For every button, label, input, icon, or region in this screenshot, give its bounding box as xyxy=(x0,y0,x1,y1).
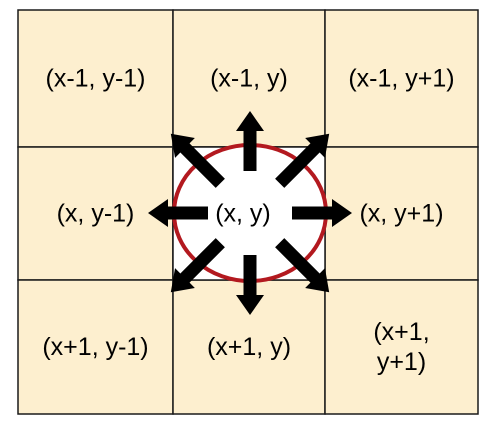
arrow-down-right-icon xyxy=(275,238,330,293)
cell-label-bottom-left: (x+1, y-1) xyxy=(42,333,148,361)
arrow-down-icon xyxy=(236,255,264,315)
arrow-up-icon xyxy=(236,111,264,171)
cell-label-top-center: (x-1, y) xyxy=(210,65,288,93)
cell-label-top-left: (x-1, y-1) xyxy=(46,65,146,93)
cell-label-middle-left: (x, y-1) xyxy=(57,200,135,228)
cell-label-middle-right: (x, y+1) xyxy=(359,200,443,228)
cell-label-bottom-center: (x+1, y) xyxy=(207,333,291,361)
neighbor-arrows xyxy=(148,111,352,315)
grid-cell-top-left xyxy=(17,9,174,148)
cell-label-center: (x, y) xyxy=(215,200,271,228)
arrow-left-icon xyxy=(148,199,208,227)
grid-cell-middle-left xyxy=(17,146,174,281)
arrow-up-right-icon xyxy=(275,133,330,188)
grid-cell-bottom-right xyxy=(324,279,479,415)
cell-label-bottom-right-line-1: (x+1, xyxy=(373,318,429,346)
cell-labels: (x-1, y-1) (x-1, y) (x-1, y+1) (x, y-1) (x, … xyxy=(42,65,454,377)
grid-cell-top-right xyxy=(324,9,479,148)
grid-cell-bottom-left xyxy=(17,279,174,415)
arrow-up-left-icon xyxy=(170,133,225,188)
arrow-right-icon xyxy=(292,199,352,227)
arrow-down-left-icon xyxy=(170,238,225,293)
cell-label-bottom-right-line-2: y+1) xyxy=(377,348,426,376)
cell-label-top-right: (x-1, y+1) xyxy=(348,65,454,93)
